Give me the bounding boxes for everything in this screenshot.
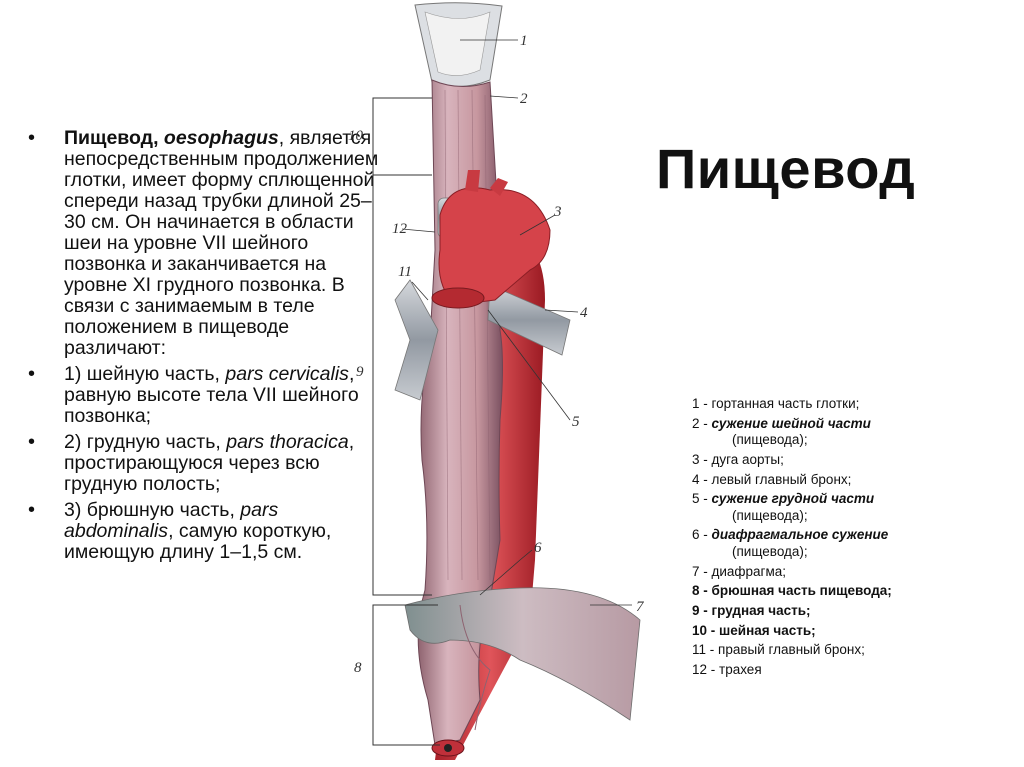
label-8: 8 [354, 660, 362, 676]
legend-item-6: 6 - диафрагмальное сужение(пищевода); [692, 527, 1012, 560]
latin-esophagus: oesophagus [163, 127, 279, 149]
label-2: 2 [520, 91, 528, 107]
part-abdominal: 3) брюшную часть, pars abdominalis, саму… [28, 500, 388, 563]
part-latin: pars cervicalis [225, 363, 349, 385]
part-cervical: 1) шейную часть, pars cervicalis, равную… [28, 364, 388, 427]
legend-sub: (пищевода); [732, 432, 808, 448]
legend-item-4: 4 - левый главный бронх; [692, 471, 852, 487]
legend-term: сужение грудной части [711, 491, 875, 507]
part-latin: pars thoracica [226, 431, 349, 453]
part-desc: , самую короткую, имеющую длину 1–1,5 см… [64, 520, 332, 563]
part-thoracic: 2) грудную часть, pars thoracica, прости… [28, 432, 388, 495]
diaphragm [404, 587, 641, 721]
part-label: 2) грудную часть, [64, 431, 227, 453]
description-text: Пищевод, oesophagus, является непосредст… [28, 128, 388, 568]
figure-legend: 1 - гортанная часть глотки; 2 - сужение … [692, 396, 1012, 682]
right-bronchus [394, 279, 439, 401]
label-7: 7 [636, 599, 645, 615]
legend-item-9: 9 - грудная часть; [692, 603, 811, 618]
legend-item-11: 11 - правый главный бронх; [692, 642, 865, 658]
legend-term: сужение шейной части [711, 415, 871, 431]
label-4: 4 [580, 305, 588, 321]
intro-text: , является непосредственным продолжением… [64, 127, 379, 359]
part-label: 1) шейную часть, [64, 363, 226, 385]
part-label: 3) брюшную часть, [64, 499, 241, 521]
legend-num: 5 - [692, 491, 712, 507]
label-10: 10 [348, 128, 364, 144]
legend-num: 6 - [692, 527, 712, 543]
term-esophagus: Пищевод, [64, 127, 164, 149]
legend-item-2: 2 - сужение шейной части(пищевода); [692, 416, 1012, 449]
label-11: 11 [398, 264, 412, 280]
part-desc: , простирающуюся через всю грудную полос… [64, 431, 355, 495]
legend-sub: (пищевода); [732, 543, 808, 559]
part-desc: , равную высоте тела VII шейного позвонк… [64, 363, 359, 427]
label-3: 3 [553, 204, 562, 220]
legend-item-12: 12 - трахея [692, 662, 762, 678]
legend-item-10: 10 - шейная часть; [692, 622, 816, 638]
label-1: 1 [520, 33, 528, 49]
legend-item-8: 8 - брюшная часть пищевода; [692, 583, 892, 599]
left-bronchus [487, 284, 571, 356]
legend-sub: (пищевода); [732, 507, 808, 523]
label-9: 9 [356, 364, 364, 380]
page-title: Пищевод [656, 137, 916, 200]
legend-item-7: 7 - диафрагма; [692, 563, 787, 579]
legend-item-5: 5 - сужение грудной части(пищевода); [692, 491, 1012, 524]
label-6: 6 [534, 540, 542, 556]
label-5: 5 [572, 414, 580, 430]
legend-num: 2 - [692, 415, 712, 431]
legend-item-3: 3 - дуга аорты; [692, 451, 784, 467]
intro-paragraph: Пищевод, oesophagus, является непосредст… [28, 128, 388, 359]
esophagus-illustration: 1 2 3 4 5 6 7 8 9 10 11 12 [348, 2, 645, 760]
label-12: 12 [392, 221, 408, 237]
legend-item-1: 1 - гортанная часть глотки; [692, 396, 860, 411]
legend-term: диафрагмальное сужение [711, 527, 889, 543]
part-latin: pars abdominalis [64, 499, 279, 542]
